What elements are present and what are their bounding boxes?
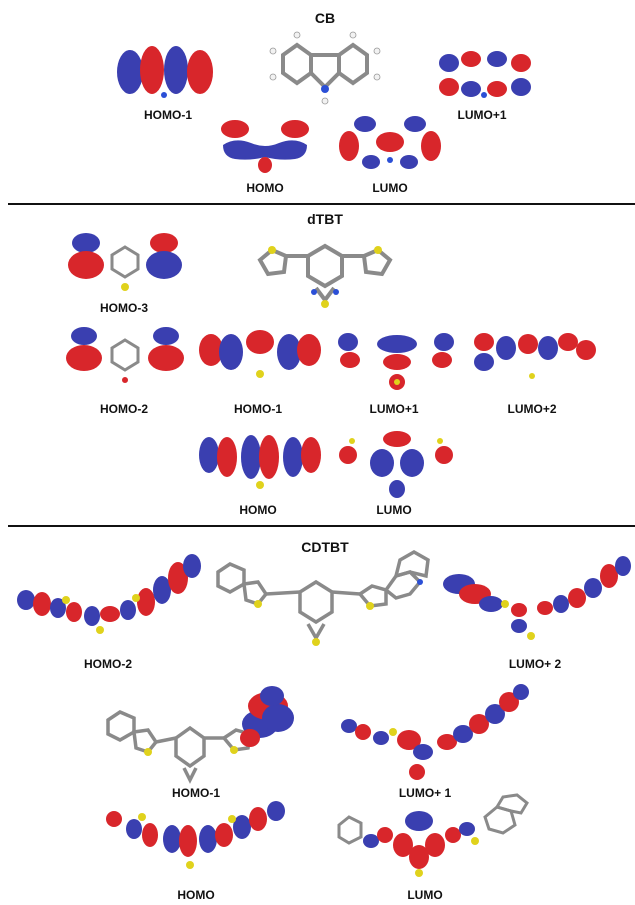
section-title-dtbt: dTBT (307, 211, 343, 227)
dtbt-structure-image (250, 228, 400, 313)
cdtbt-lumo+2-orbital-image (435, 552, 635, 652)
cdtbt-homo-label: HOMO (177, 888, 215, 902)
cb-lumo+1-label: LUMO+1 (457, 108, 507, 122)
dtbt-lumo+2-label: LUMO+2 (507, 402, 557, 416)
cb-structure-image (265, 25, 385, 115)
cb-lumo-orbital-image (335, 112, 445, 177)
dtbt-lumo+1-label: LUMO+1 (369, 402, 419, 416)
cb-lumo-label: LUMO (372, 181, 408, 195)
dtbt-homo-orbital-image (195, 425, 325, 495)
section-divider (8, 203, 635, 205)
dtbt-lumo-label: LUMO (376, 503, 412, 517)
cdtbt-homo-2-label: HOMO-2 (84, 657, 132, 671)
cb-homo-1-orbital-image (112, 40, 222, 105)
dtbt-lumo+2-orbital-image (470, 322, 600, 387)
dtbt-homo-1-orbital-image (195, 322, 325, 387)
dtbt-homo-1-label: HOMO-1 (234, 402, 282, 416)
dtbt-homo-label: HOMO (239, 503, 277, 517)
cdtbt-homo-2-orbital-image (8, 550, 208, 650)
dtbt-homo-2-label: HOMO-2 (100, 402, 148, 416)
cb-homo-orbital-image (215, 115, 315, 175)
cb-homo-label: HOMO (246, 181, 284, 195)
cdtbt-homo-orbital-image (100, 795, 300, 880)
dtbt-homo-2-orbital-image (60, 322, 190, 387)
dtbt-homo-3-label: HOMO-3 (100, 301, 148, 315)
section-title-cb: CB (314, 10, 336, 26)
cb-homo-1-label: HOMO-1 (144, 108, 192, 122)
section-divider (8, 525, 635, 527)
cdtbt-lumo-label: LUMO (407, 888, 443, 902)
section-title-cdtbt: CDTBT (301, 539, 349, 555)
cdtbt-lumo+1-label: LUMO+ 1 (398, 786, 452, 800)
cdtbt-structure-image (210, 532, 440, 662)
dtbt-lumo-orbital-image (332, 425, 462, 500)
cdtbt-lumo+2-label: LUMO+ 2 (508, 657, 562, 671)
cdtbt-lumo+1-orbital-image (335, 682, 535, 782)
cdtbt-homo-1-label: HOMO-1 (172, 786, 220, 800)
dtbt-lumo+1-orbital-image (332, 322, 462, 392)
cdtbt-lumo-orbital-image (335, 793, 535, 880)
cb-lumo+1-orbital-image (435, 45, 535, 105)
cdtbt-homo-1-orbital-image (100, 680, 300, 785)
dtbt-homo-3-orbital-image (60, 225, 190, 295)
